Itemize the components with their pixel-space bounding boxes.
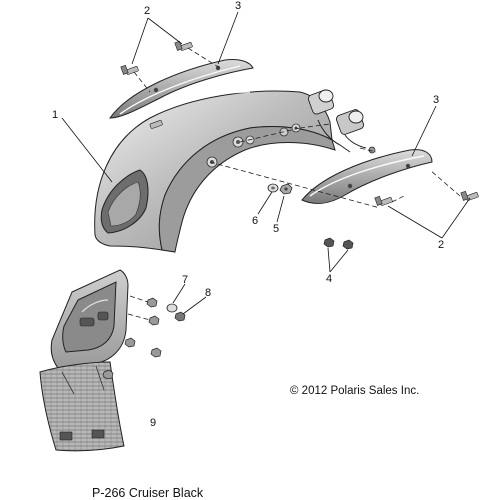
bolt xyxy=(149,120,163,129)
page-label: P-266 Cruiser Black xyxy=(92,486,204,500)
callout-3-right: 3 xyxy=(433,94,439,106)
assembly-lines xyxy=(133,47,461,209)
callout-6: 6 xyxy=(252,215,258,227)
callout-4: 4 xyxy=(326,273,332,285)
copyright-notice: © 2012 Polaris Sales Inc. xyxy=(290,385,419,397)
callout-labels: 2 3 1 3 6 5 2 4 7 8 9 xyxy=(52,0,444,429)
callout-2-top: 2 xyxy=(144,5,150,17)
callout-9: 9 xyxy=(150,417,156,429)
washer xyxy=(267,183,279,193)
license-plate-bracket xyxy=(39,269,129,452)
nut xyxy=(279,183,293,195)
bolts xyxy=(120,40,479,206)
callout-1: 1 xyxy=(52,109,58,121)
callout-7: 7 xyxy=(182,274,188,286)
bolt xyxy=(174,40,193,51)
callout-5: 5 xyxy=(273,223,279,235)
side-rail-upper xyxy=(109,59,254,119)
side-rail-lower xyxy=(301,149,433,204)
bolt xyxy=(374,195,393,206)
leader-lines xyxy=(61,11,471,315)
callout-2-right: 2 xyxy=(438,239,444,251)
bracket-hardware xyxy=(102,295,186,380)
callout-8: 8 xyxy=(205,287,211,299)
bolt xyxy=(460,190,479,201)
callout-3-top: 3 xyxy=(235,0,241,12)
bolt xyxy=(120,64,139,75)
light-housings xyxy=(307,89,376,154)
nuts-pair xyxy=(323,237,354,250)
rear-fender xyxy=(94,90,336,253)
